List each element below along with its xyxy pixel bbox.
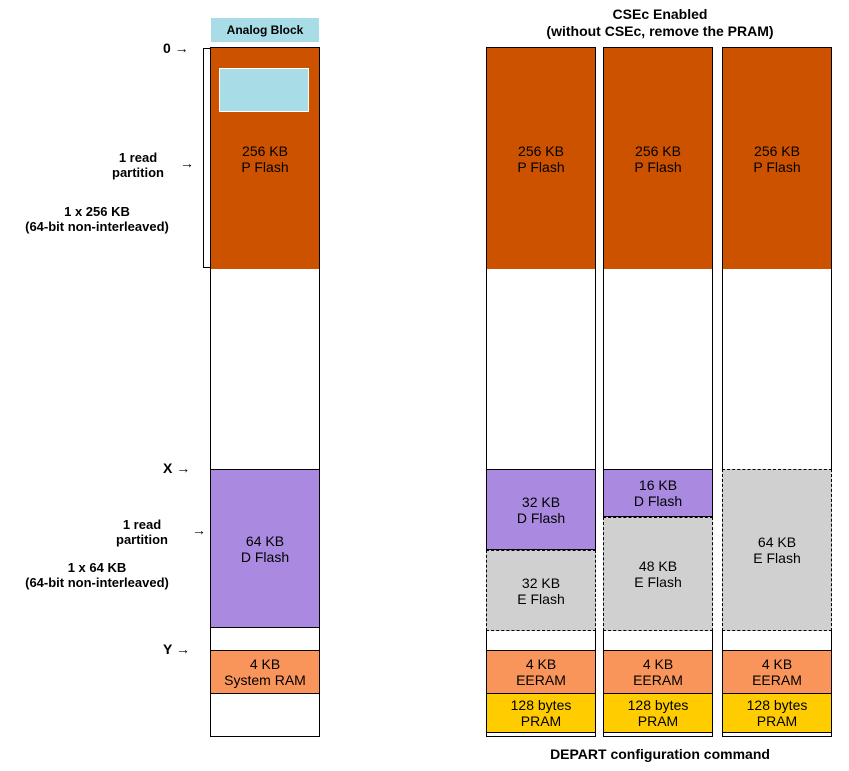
arrow-right-icon: → [172,460,191,476]
right-header: CSEc Enabled (without CSEc, remove the P… [546,6,774,39]
analog-block-label: Analog Block [211,18,319,42]
analog-block-region [219,68,309,112]
marker-0: 0 → [163,40,189,56]
marker-x: X → [163,460,191,476]
top-read-partition-label: 1 read partition [112,150,164,180]
arrow-right-icon: → [170,40,189,56]
top-size-label: 1 x 256 KB (64-bit non-interleaved) [25,204,169,234]
mid-size-label: 1 x 64 KB (64-bit non-interleaved) [25,560,169,590]
arrow-right-icon: → [172,641,190,657]
arrow-right-icon: → [192,522,206,538]
marker-y: Y → [163,641,190,657]
mid-read-partition-label: 1 read partition [116,517,168,547]
arrow-right-icon: → [180,155,194,171]
left-system-ram-block: 4 KB System RAM [210,650,320,694]
right-footer: DEPART configuration command [550,746,770,762]
partition-bracket [203,48,210,268]
left-dflash-block: 64 KB D Flash [210,469,320,628]
